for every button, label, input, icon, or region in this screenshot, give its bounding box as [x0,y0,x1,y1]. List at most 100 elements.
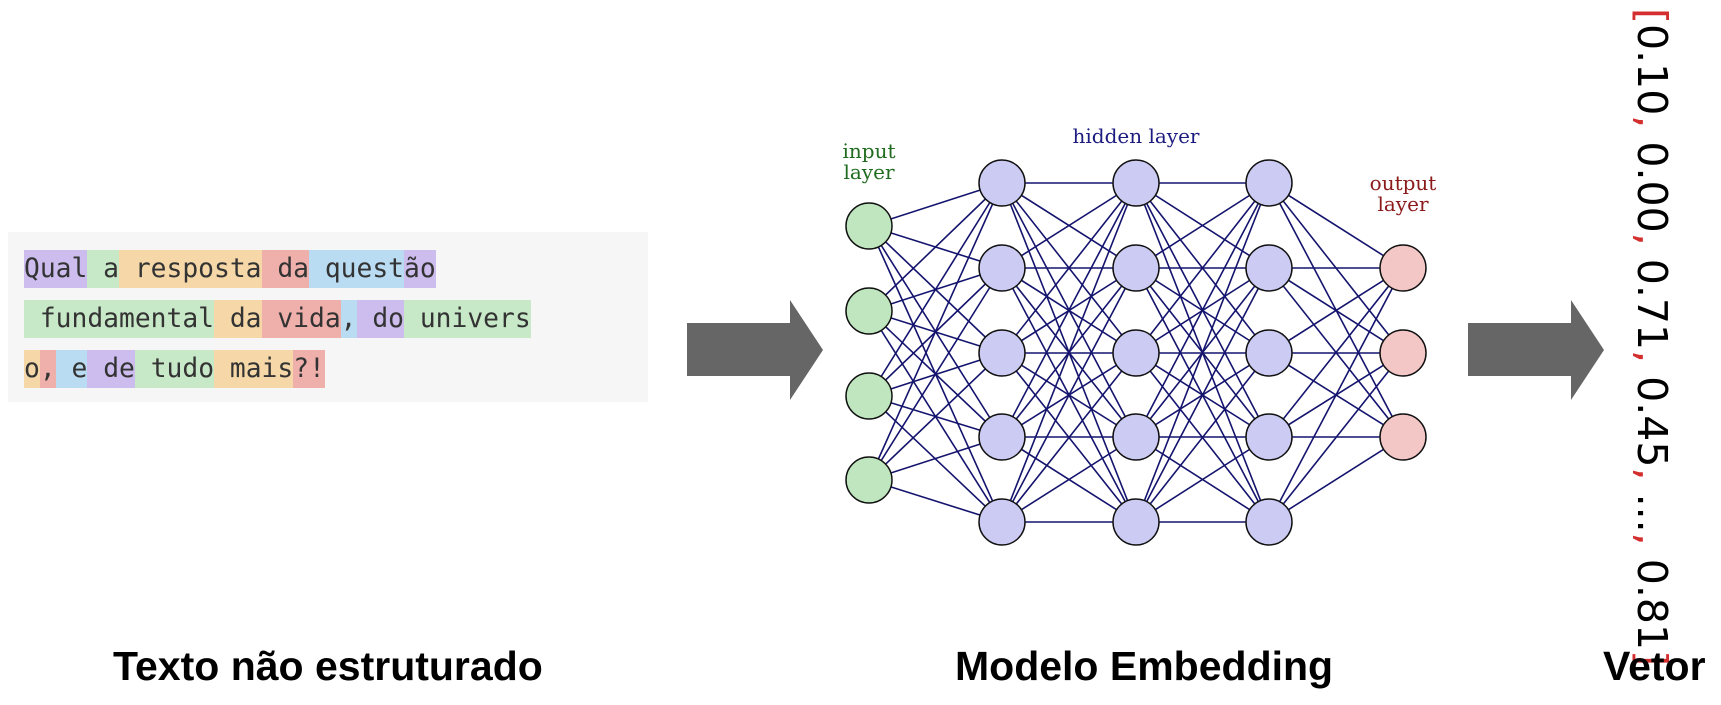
hidden-node [1112,413,1160,461]
embedding-vector: [0.10, 0.00, 0.71, 0.45, ..., 0.81] [1628,8,1676,666]
input-layer-label-line1: input [843,139,896,163]
hidden-node [1245,329,1293,377]
tokenized-text-panel: Qual a resposta da questão fundamental d… [8,232,648,402]
output-node [1379,329,1427,377]
output-layer-label-line2: layer [1377,192,1428,216]
hidden-node [978,329,1026,377]
network-edge [1135,267,1270,523]
neural-network-nodes [845,159,1427,546]
hidden-layer-label: hidden layer [1073,124,1200,148]
token: quest [309,250,405,288]
vector-value: 0.10 [1628,24,1676,116]
token: mais [214,350,294,388]
input-node [845,287,893,335]
token-line-2: fundamental da vida, do univers [24,300,531,338]
token: vida [261,300,341,338]
token: , [340,300,357,338]
network-edge [868,352,1003,481]
token: do [356,300,405,338]
network-edge [1001,352,1137,523]
network-edge [1135,352,1270,523]
hidden-node [1245,498,1293,546]
vector-separator: , [1628,350,1676,364]
vector-space [1628,363,1676,376]
vector-value: 0.71 [1628,258,1676,351]
vector-value: 0.45 [1628,376,1676,468]
token: tudo [134,350,215,388]
hidden-node [1112,329,1160,377]
hidden-node [978,413,1026,461]
vector-separator: , [1628,467,1676,481]
vector-separator: , [1628,115,1676,129]
token: e [55,350,88,388]
network-edge [1001,182,1137,354]
network-edge [868,182,1003,397]
diagram-canvas: input layer hidden layer output layer [687,124,1604,546]
hidden-node [978,498,1026,546]
hidden-node [978,159,1026,207]
hidden-node [1112,244,1160,292]
network-edge [868,182,1003,481]
token: ão [404,250,436,288]
vector-value: 0.00 [1628,141,1676,233]
network-edge [1135,182,1270,354]
network-edge [868,182,1003,312]
hidden-node [978,244,1026,292]
token: Qual [24,250,88,288]
token: a [87,250,120,288]
embedding-vector-text: [0.10, 0.00, 0.71, 0.45, ..., 0.81] [1628,8,1676,666]
vector-separator: , [1628,232,1676,246]
token: resposta [119,250,262,288]
input-node [845,456,893,504]
vector-space [1628,481,1676,494]
hidden-node [1112,498,1160,546]
network-edge [1135,182,1270,269]
network-edge [1268,352,1404,523]
token: ?! [293,350,325,388]
network-edge [1001,182,1137,438]
input-node [845,202,893,250]
token: da [261,250,310,288]
hidden-node [1245,244,1293,292]
caption-vector: Vetor [1603,643,1706,689]
network-edge [1268,182,1404,269]
vector-separator: , [1628,532,1676,546]
token: , [39,350,56,388]
token: fundamental [24,300,214,338]
network-edge [1001,182,1137,523]
vector-space [1628,128,1676,141]
token-line-1: Qual a resposta da questão [24,250,436,288]
input-layer-label-line2: layer [843,160,894,184]
network-edge [1135,436,1270,523]
output-node [1379,413,1427,461]
hidden-node [1112,159,1160,207]
vector-value: ... [1628,493,1676,533]
hidden-node [1245,413,1293,461]
caption-embedding-model: Modelo Embedding [955,643,1334,689]
token: univers [404,300,531,338]
network-edge [1135,182,1270,438]
output-layer-label-line1: output [1370,171,1437,195]
network-edge [1001,436,1137,523]
token: da [214,300,262,338]
vector-space [1628,246,1676,259]
network-edge [1135,182,1270,523]
network-edge [1001,267,1137,523]
token: de [87,350,135,388]
network-edge [868,267,1003,481]
network-edge [1268,267,1404,523]
vector-open-bracket: [ [1628,8,1676,24]
arrow-right-icon [687,300,823,400]
vector-space [1628,546,1676,559]
output-node [1379,244,1427,292]
arrow-right-icon [1468,300,1604,400]
input-node [845,372,893,420]
hidden-node [1245,159,1293,207]
network-edge [1268,267,1404,438]
network-edge [1268,436,1404,523]
token-line-3: o, e de tudo mais?! [24,350,325,388]
caption-unstructured-text: Texto não estruturado [113,643,543,689]
vector-value: 0.81 [1628,558,1676,651]
token: o [24,350,40,388]
network-edge [1001,182,1137,269]
